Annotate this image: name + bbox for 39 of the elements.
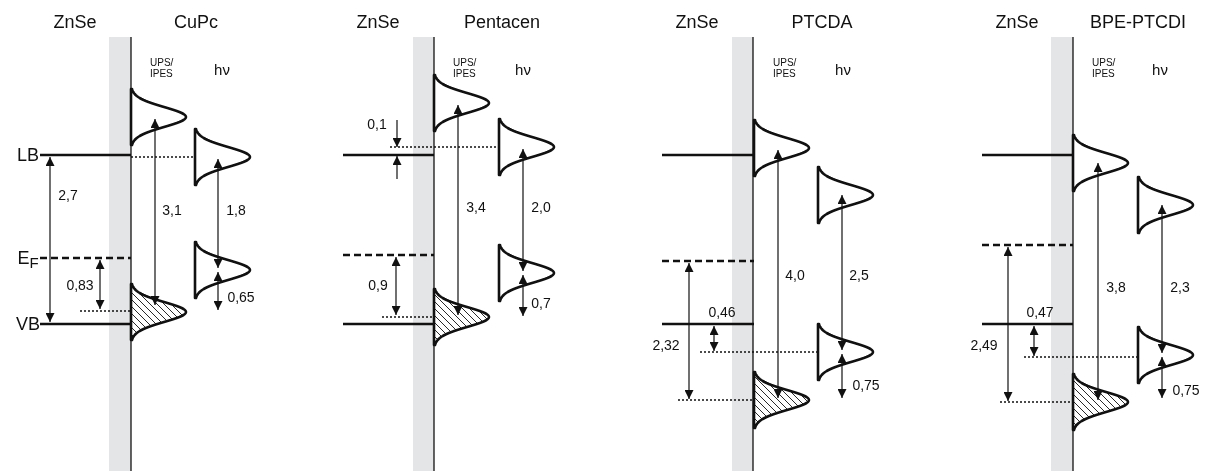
photon-energy-label: hν	[1152, 62, 1168, 78]
photon-energy-label: hν	[835, 62, 851, 78]
energy-value: 2,0	[531, 199, 551, 215]
energy-value: 3,4	[466, 199, 486, 215]
method-label: UPS/ IPES	[773, 57, 798, 79]
energy-value: 2,7	[58, 187, 78, 203]
energy-value: 3,8	[1106, 279, 1126, 295]
material-label: ZnSe	[675, 12, 719, 32]
band-label: E$_{F}$	[17, 248, 39, 272]
method-label: UPS/ IPES	[1092, 57, 1117, 79]
material-label: ZnSe	[53, 12, 97, 32]
material-label: BPE-PTCDI	[1090, 12, 1186, 32]
energy-value: 2,49	[970, 337, 998, 353]
energy-value: 0,9	[368, 277, 388, 293]
energy-value: 0,46	[708, 304, 736, 320]
energy-value: 0,83	[66, 277, 94, 293]
energy-value: 0,47	[1026, 304, 1054, 320]
photon-energy-label: hν	[214, 62, 230, 78]
band-label: VB	[16, 314, 40, 334]
material-label: ZnSe	[995, 12, 1039, 32]
energy-value: 2,5	[849, 267, 869, 283]
band-label: LB	[17, 145, 39, 165]
method-label: UPS/ IPES	[150, 57, 175, 79]
photon-energy-label: hν	[515, 62, 531, 78]
material-label: PTCDA	[791, 12, 853, 32]
material-label: CuPc	[174, 12, 218, 32]
energy-value: 0,65	[227, 289, 255, 305]
material-label: ZnSe	[356, 12, 400, 32]
energy-value: 0,7	[531, 295, 551, 311]
energy-value: 0,75	[1172, 382, 1200, 398]
energy-value: 3,1	[162, 202, 182, 218]
energy-value: 2,3	[1170, 279, 1190, 295]
energy-value: 2,32	[652, 337, 680, 353]
energy-value: 0,1	[367, 116, 387, 132]
energy-value: 0,75	[852, 377, 880, 393]
method-label: UPS/ IPES	[453, 57, 478, 79]
energy-value: 1,8	[226, 202, 246, 218]
energy-value: 4,0	[785, 267, 805, 283]
material-label: Pentacen	[463, 12, 541, 32]
